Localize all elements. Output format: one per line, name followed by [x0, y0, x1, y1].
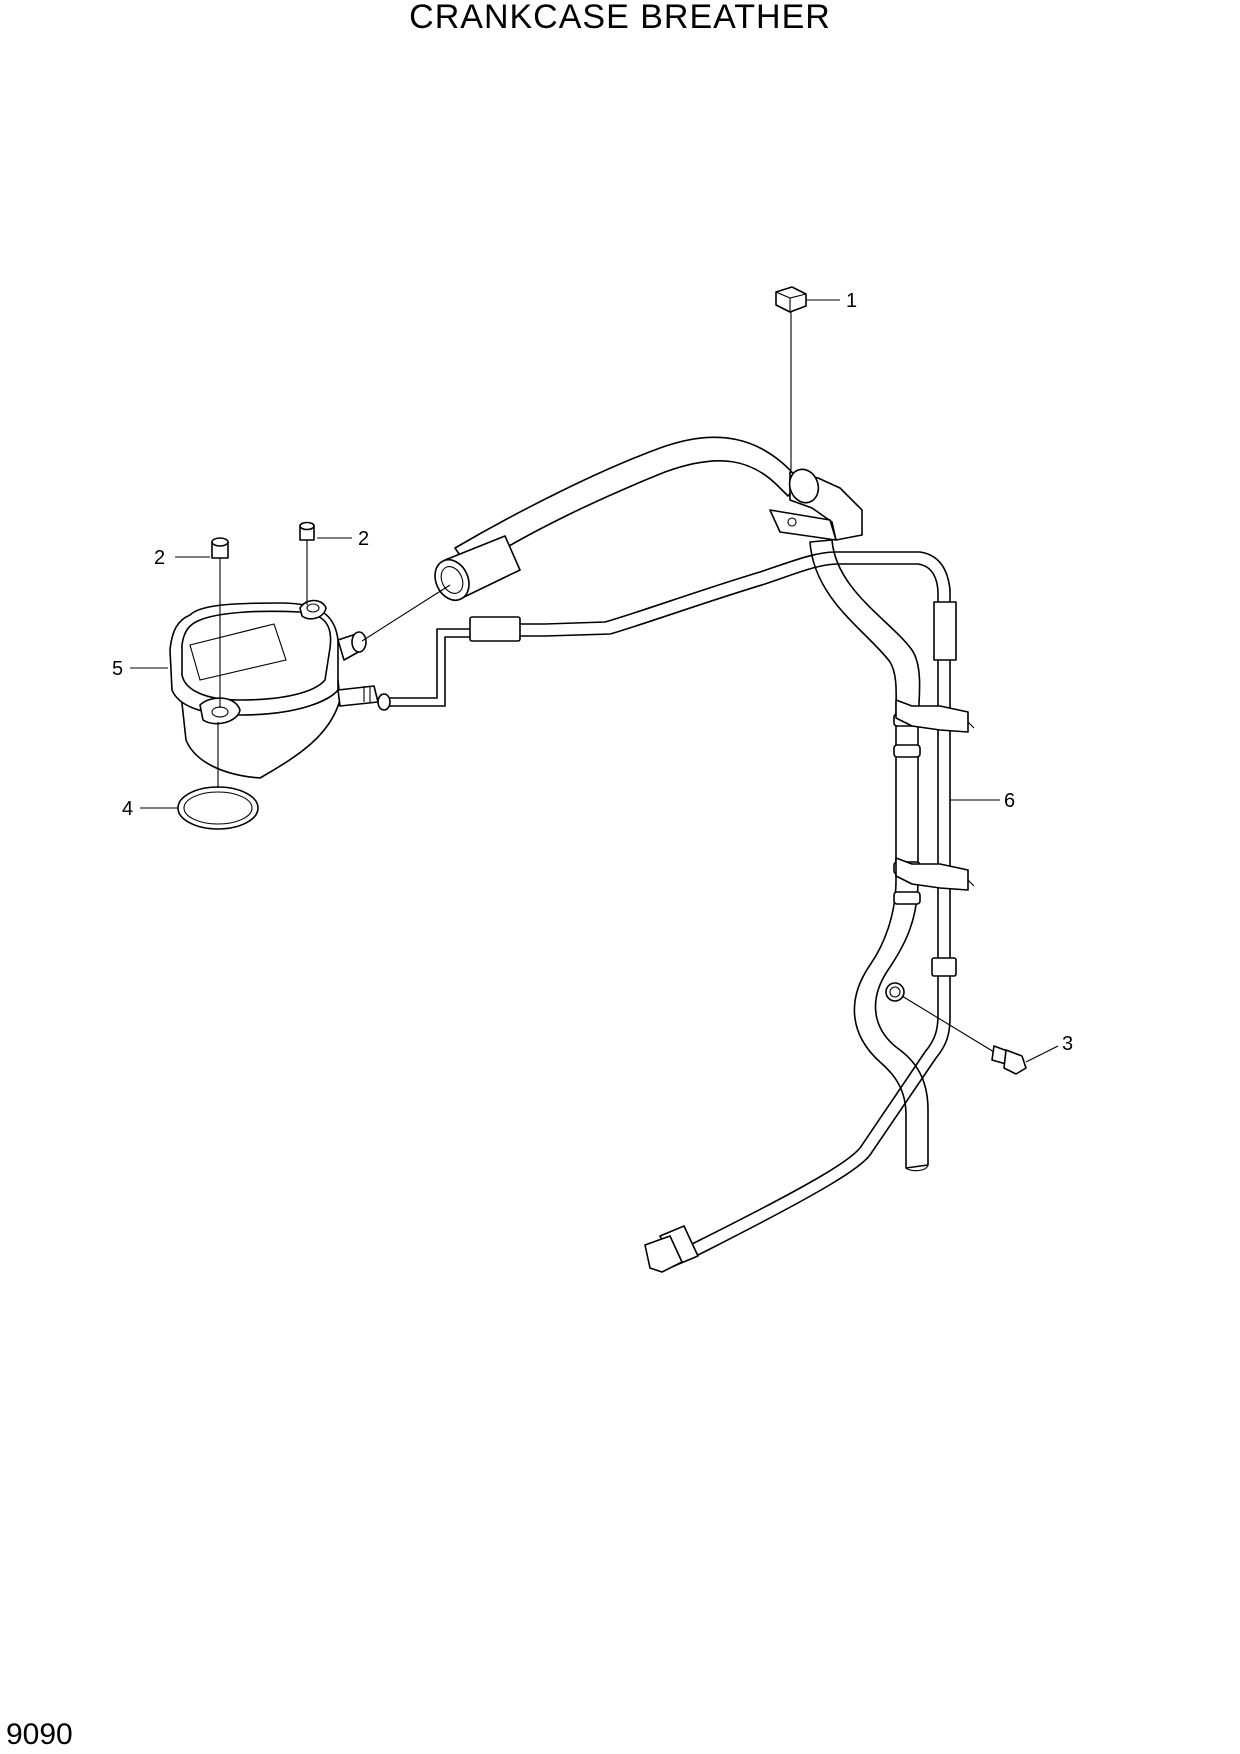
leader-lines	[130, 299, 1059, 1063]
bolt-part-3	[885, 982, 1027, 1075]
callout-2-left: 2	[154, 547, 165, 569]
callout-2-right: 2	[358, 528, 369, 550]
bolt-part-2-right	[299, 521, 315, 605]
callout-3: 3	[1062, 1033, 1073, 1055]
tube-clamps	[895, 699, 975, 891]
breather-hose	[434, 436, 801, 601]
o-ring-part-4	[177, 722, 259, 830]
callout-1: 1	[846, 290, 857, 312]
vent-tube	[389, 551, 1000, 1273]
bolt-part-2-left	[211, 537, 229, 708]
drain-pipe	[809, 539, 929, 1172]
callout-6: 6	[1004, 790, 1015, 812]
callout-4: 4	[122, 798, 133, 820]
elbow-fitting	[769, 468, 863, 541]
oil-separator	[169, 584, 451, 779]
page-number: 9090	[6, 1718, 73, 1751]
callout-5: 5	[112, 658, 123, 680]
diagram-title: CRANKCASE BREATHER	[409, 0, 831, 36]
nut-part-1	[775, 286, 807, 470]
